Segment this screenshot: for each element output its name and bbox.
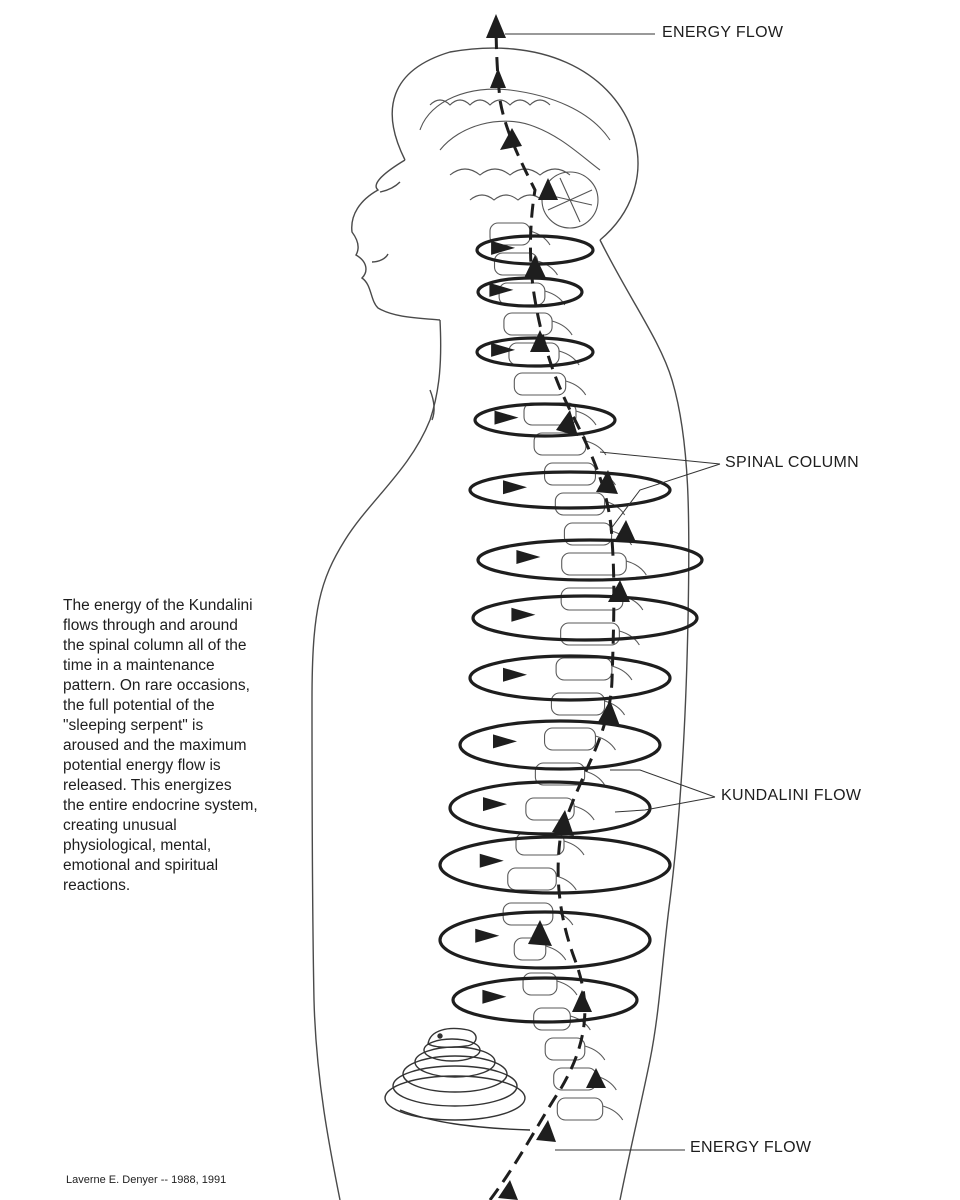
ring-arrow-icon bbox=[482, 990, 506, 1004]
kundalini-ring bbox=[450, 782, 650, 834]
vertebra-process bbox=[557, 981, 577, 995]
vertebra bbox=[556, 658, 612, 680]
vertebra bbox=[534, 1008, 571, 1030]
energy-flow-top-label: ENERGY FLOW bbox=[662, 24, 783, 42]
ring-arrow-icon bbox=[495, 411, 519, 425]
description-line: the entire endocrine system, bbox=[63, 796, 333, 816]
vertebra-process bbox=[530, 231, 550, 245]
vertebra bbox=[545, 728, 596, 750]
ring-arrow-icon bbox=[483, 797, 507, 811]
description-text: The energy of the Kundalini flows throug… bbox=[63, 596, 333, 896]
vertebra bbox=[490, 223, 530, 245]
vertebra bbox=[555, 493, 604, 515]
vertebra bbox=[545, 1038, 585, 1060]
vertebra-process bbox=[564, 841, 584, 855]
description-line: pattern. On rare occasions, bbox=[63, 676, 333, 696]
vertebra bbox=[557, 1098, 602, 1120]
ring-arrow-icon bbox=[511, 608, 535, 622]
energy-flow-bottom-label: ENERGY FLOW bbox=[690, 1139, 811, 1157]
description-line: the full potential of the bbox=[63, 696, 333, 716]
brain bbox=[420, 89, 610, 228]
ring-arrow-icon bbox=[516, 550, 540, 564]
vertebra bbox=[499, 283, 545, 305]
spinal-column-label: SPINAL COLUMN bbox=[725, 454, 859, 472]
description-line: physiological, mental, bbox=[63, 836, 333, 856]
kundalini-ring bbox=[440, 837, 670, 893]
kundalini-flow-label: KUNDALINI FLOW bbox=[721, 787, 861, 805]
vertebra-process bbox=[585, 1046, 605, 1060]
kundalini-ring bbox=[473, 596, 697, 640]
kundalini-ring bbox=[453, 978, 637, 1022]
vertebra bbox=[508, 868, 556, 890]
body-outline bbox=[312, 48, 689, 1200]
vertebra-process bbox=[546, 946, 566, 960]
vertebra-process bbox=[574, 806, 594, 820]
ring-arrow-icon bbox=[503, 668, 527, 682]
vertebra bbox=[562, 553, 627, 575]
vertebra bbox=[551, 693, 604, 715]
description-line: "sleeping serpent" is bbox=[63, 716, 333, 736]
kundalini-ring bbox=[478, 540, 702, 580]
coiled-serpent-icon bbox=[385, 1029, 530, 1130]
ring-arrow-icon bbox=[493, 734, 517, 748]
ring-arrow-icon bbox=[475, 929, 499, 943]
description-line: aroused and the maximum bbox=[63, 736, 333, 756]
vertebra bbox=[561, 623, 620, 645]
author-credit: Laverne E. Denyer -- 1988, 1991 bbox=[66, 1174, 226, 1186]
ring-arrow-icon bbox=[480, 854, 504, 868]
description-line: the spinal column all of the bbox=[63, 636, 333, 656]
description-line: time in a maintenance bbox=[63, 656, 333, 676]
ring-arrow-icon bbox=[503, 480, 527, 494]
description-line: The energy of the Kundalini bbox=[63, 596, 333, 616]
vertebra-process bbox=[626, 561, 646, 575]
vertebra bbox=[504, 313, 552, 335]
description-line: potential energy flow is bbox=[63, 756, 333, 776]
description-line: emotional and spiritual bbox=[63, 856, 333, 876]
kundalini-rings bbox=[440, 236, 702, 1022]
description-line: flows through and around bbox=[63, 616, 333, 636]
vertebra bbox=[545, 463, 596, 485]
vertebra-process bbox=[612, 666, 632, 680]
description-line: reactions. bbox=[63, 876, 333, 896]
vertebra-process bbox=[603, 1106, 623, 1120]
vertebra-process bbox=[552, 321, 572, 335]
vertebra-process bbox=[566, 381, 586, 395]
vertebra bbox=[523, 973, 557, 995]
vertebra-process bbox=[576, 411, 596, 425]
description-line: released. This energizes bbox=[63, 776, 333, 796]
description-line: creating unusual bbox=[63, 816, 333, 836]
